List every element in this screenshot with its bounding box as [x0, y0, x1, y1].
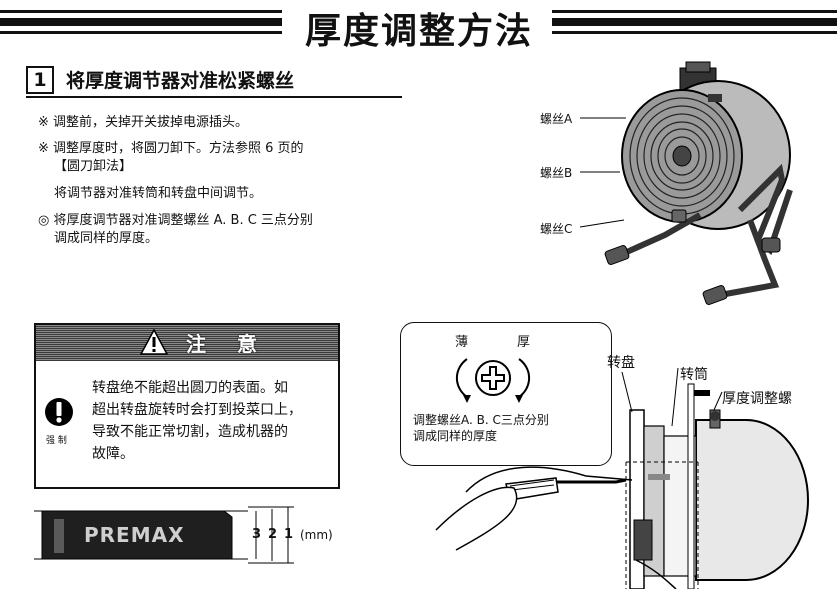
instruction-6: 调成同样的厚度。	[54, 231, 159, 246]
thickness-gauge: PREMAX 3 2 1 (mm)	[34, 503, 338, 567]
warning-icon	[139, 328, 169, 355]
screw-c-label: 螺丝C	[540, 222, 573, 236]
drum-label: 转筒	[680, 367, 708, 383]
caution-text: 转盘绝不能超出圆刀的表面。如 超出转盘旋转时会打到投菜口上， 导致不能正常切割，…	[92, 380, 302, 462]
step-title: 将厚度调节器对准松紧螺丝	[66, 70, 295, 92]
title-rule-left	[0, 10, 282, 36]
instruction-1: ※ 调整前，关掉开关拔掉电源插头。	[38, 115, 249, 130]
title-bar: 厚度调整方法	[0, 2, 837, 52]
caution-box: 注 意 强 制 转盘绝不能超出圆刀的表面。如 超出转盘旋转时会打到投菜口上， 导…	[34, 323, 340, 489]
page-title: 厚度调整方法	[304, 10, 533, 52]
gauge-value-1: 1	[284, 527, 294, 542]
adjuster-label: 厚度调整螺	[722, 391, 792, 407]
screwdriver-rotate-icon	[455, 358, 531, 403]
screw-b-label: 螺丝B	[540, 166, 573, 180]
instruction-4: 将调节器对准转筒和转盘中间调节。	[54, 186, 263, 201]
adjust-callout: 薄 厚 调整螺丝A. B. C三点分别 调成同样的厚度	[400, 322, 612, 466]
step-number: 1	[26, 66, 54, 94]
instruction-5: ◎ 将厚度调节器对准调整螺丝 A. B. C 三点分别	[38, 213, 313, 228]
thick-label: 厚	[517, 335, 531, 350]
gauge-value-3: 3	[252, 527, 262, 542]
instruction-3: 【圆刀卸法】	[54, 159, 133, 174]
mandatory-icon	[45, 398, 73, 426]
caution-header: 注 意	[36, 325, 338, 361]
caution-title: 注 意	[186, 332, 269, 356]
turntable-label: 转盘	[607, 355, 635, 371]
gauge-drawing	[34, 506, 294, 564]
instruction-2: ※ 调整厚度时，将圆刀卸下。方法参照 6 页的	[38, 141, 304, 156]
cross-section-illustration	[435, 367, 809, 589]
gauge-unit: (mm)	[300, 528, 333, 542]
step-underline	[26, 96, 402, 98]
gauge-logo: PREMAX	[84, 523, 185, 547]
thin-label: 薄	[455, 335, 469, 350]
callout-line-2: 调成同样的厚度	[413, 429, 498, 443]
title-rule-right	[552, 10, 837, 36]
screw-a-label: 螺丝A	[540, 112, 573, 126]
mandatory-label: 强 制	[46, 436, 67, 446]
fan-slicer-illustration	[579, 61, 793, 305]
callout-line-1: 调整螺丝A. B. C三点分别	[413, 413, 549, 427]
gauge-value-2: 2	[268, 527, 278, 542]
